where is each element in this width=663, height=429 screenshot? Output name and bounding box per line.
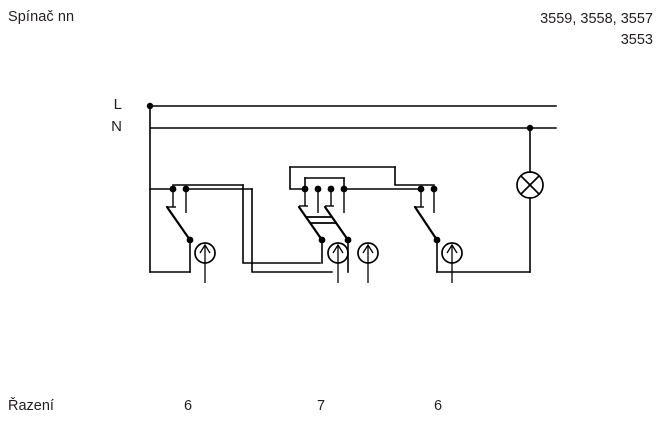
page-title: Spínač nn [8,9,75,25]
footer-value-right: 6 [433,398,443,414]
wire-mid-left-riser [289,166,306,190]
footer-value-left: 6 [183,398,193,414]
product-codes-line-2: 3553 [620,32,653,48]
rail-label-line: L [113,96,122,113]
indicator-arrow-head-mid-left [332,243,344,254]
rail-label-neutral: N [111,118,122,135]
traveller-left-to-mid-b [251,188,333,273]
terminal-left-switch-common [186,236,194,244]
product-codes-line-1: 3559, 3558, 3557 [540,11,653,27]
indicator-arrow-head-right [446,243,458,254]
footer-label-razeni: Řazení [8,398,54,414]
wire-mid-outer-to-right-switch [394,166,435,186]
lamp-cross-stroke-2 [520,175,540,195]
indicator-arrow-head-mid-right [362,243,374,254]
traveller-left-to-mid-a [242,184,321,264]
product-codes: 3559, 3558, 3557 3553 [540,9,653,51]
lamp-circle [516,171,544,199]
footer-value-middle: 7 [316,398,326,414]
blade-left-switch [165,205,192,242]
blade-right-switch [413,205,439,242]
indicator-arrow-head-left [199,243,211,254]
